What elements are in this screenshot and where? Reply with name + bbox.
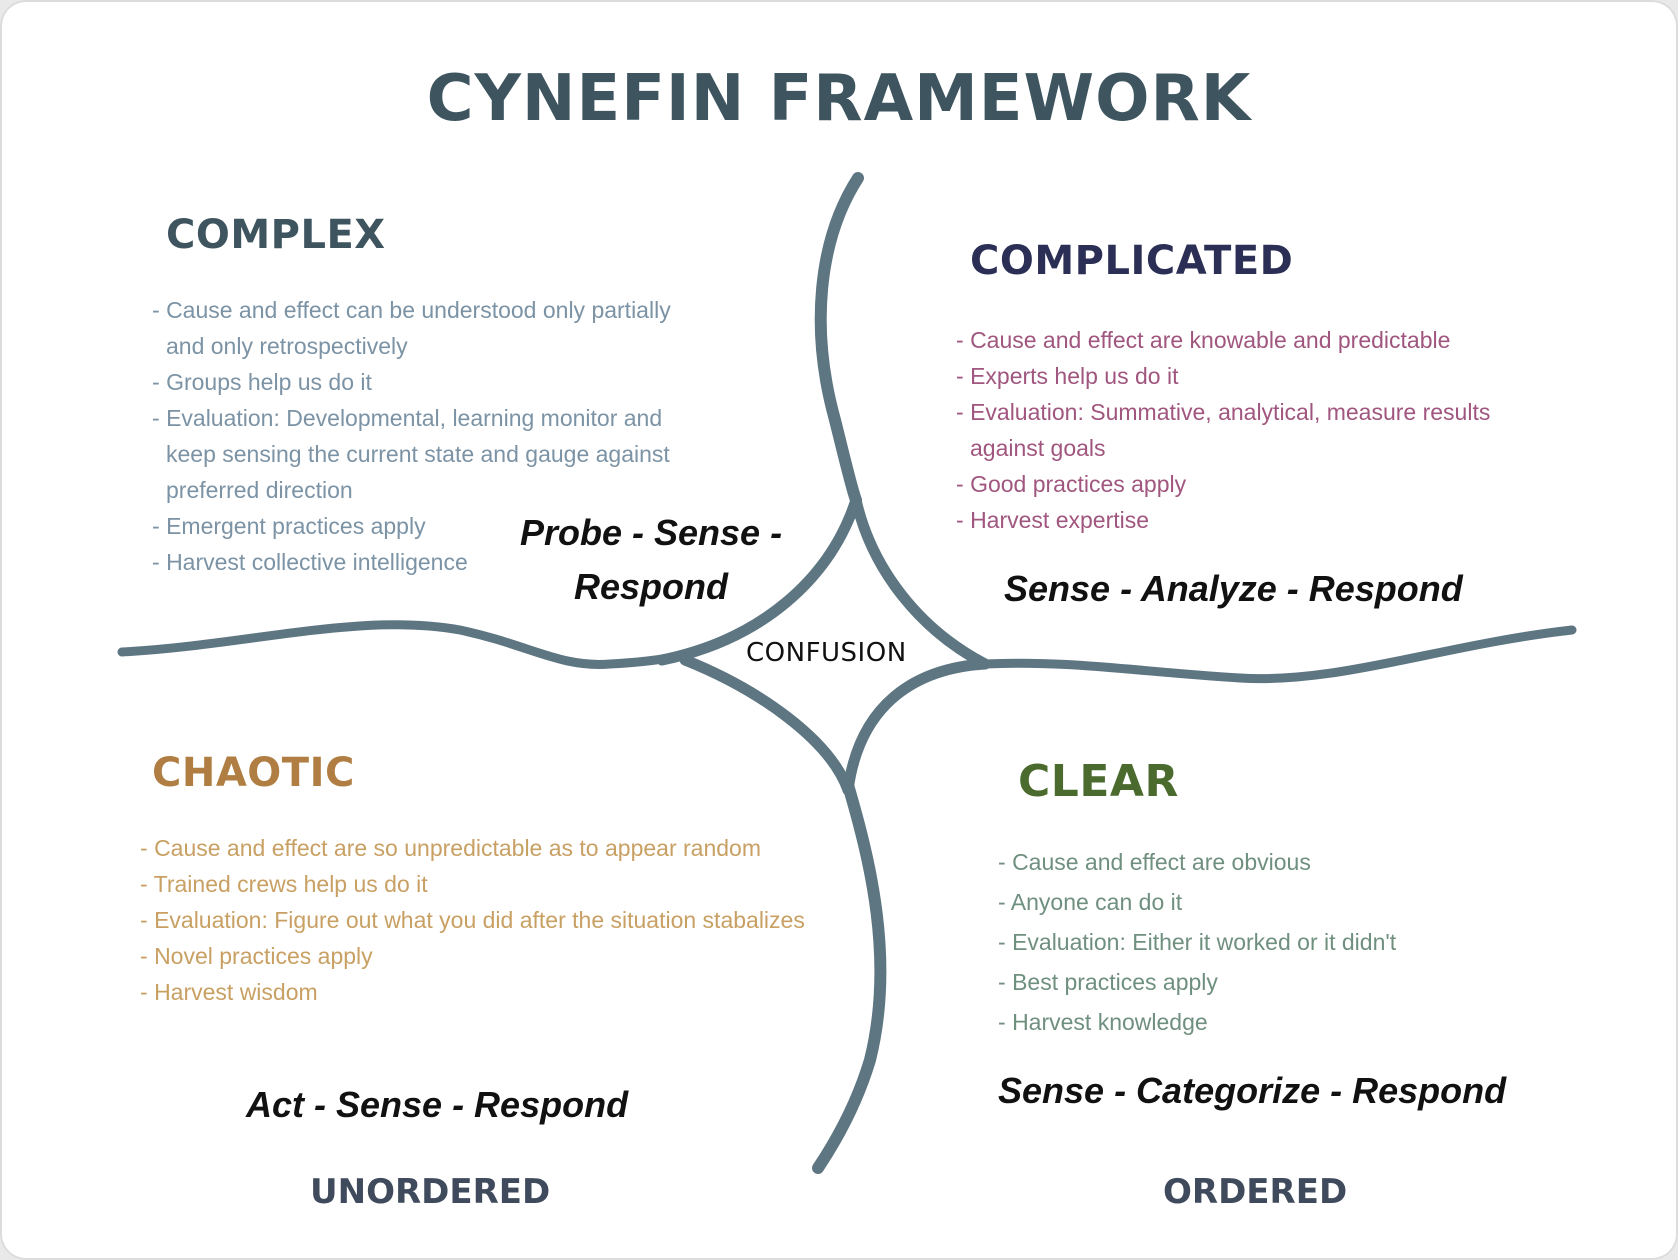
confusion-edge-bottom-left [679, 654, 854, 796]
list-item: Trained crews help us do it [140, 866, 820, 902]
ordered-label: ORDERED [1163, 1172, 1348, 1212]
unordered-label: UNORDERED [310, 1172, 551, 1212]
list-item: Harvest wisdom [140, 974, 820, 1010]
clear-bullets: Cause and effect are obvious Anyone can … [998, 842, 1558, 1042]
complex-approach-line2: Respond [574, 566, 729, 607]
chaotic-approach: Act - Sense - Respond [246, 1084, 629, 1125]
complicated-approach: Sense - Analyze - Respond [1004, 568, 1463, 609]
list-item: Evaluation: Either it worked or it didn'… [998, 922, 1558, 962]
list-item: Evaluation: Summative, analytical, measu… [956, 394, 1516, 466]
curve-bottom [812, 779, 887, 1174]
list-item: Anyone can do it [998, 882, 1558, 922]
complex-title: COMPLEX [166, 212, 386, 258]
complicated-bullets: Cause and effect are knowable and predic… [956, 322, 1516, 538]
list-item: Good practices apply [956, 466, 1516, 502]
complicated-title: COMPLICATED [970, 238, 1294, 284]
list-item: Evaluation: Figure out what you did afte… [140, 902, 820, 938]
list-item: Cause and effect are so unpredictable as… [140, 830, 820, 866]
list-item: Cause and effect can be understood only … [152, 292, 712, 364]
confusion-edge-top-left [656, 494, 862, 666]
confusion-label: CONFUSION [746, 638, 907, 668]
confusion-edge-bottom-right [842, 658, 991, 796]
list-item: Emergent practices apply [152, 508, 712, 544]
chaotic-title: CHAOTIC [152, 750, 355, 796]
list-item: Best practices apply [998, 962, 1558, 1002]
list-item: Cause and effect are knowable and predic… [956, 322, 1516, 358]
clear-approach: Sense - Categorize - Respond [998, 1070, 1507, 1111]
curve-right [980, 625, 1577, 684]
list-item: Experts help us do it [956, 358, 1516, 394]
list-item: Harvest expertise [956, 502, 1516, 538]
list-item: Harvest knowledge [998, 1002, 1558, 1042]
complex-bullets: Cause and effect can be understood only … [152, 292, 712, 580]
confusion-edge-top-right [850, 494, 991, 670]
complex-approach-line1: Probe - Sense - [520, 512, 783, 553]
curve-top [814, 172, 864, 506]
list-item: Novel practices apply [140, 938, 820, 974]
curve-left [117, 620, 693, 669]
list-item: Harvest collective intelligence [152, 544, 712, 580]
list-item: Groups help us do it [152, 364, 712, 400]
list-item: Cause and effect are obvious [998, 842, 1558, 882]
chaotic-bullets: Cause and effect are so unpredictable as… [140, 830, 820, 1010]
list-item: Evaluation: Developmental, learning moni… [152, 400, 712, 508]
page-title: CYNEFIN FRAMEWORK [426, 62, 1252, 136]
clear-title: CLEAR [1018, 756, 1179, 807]
